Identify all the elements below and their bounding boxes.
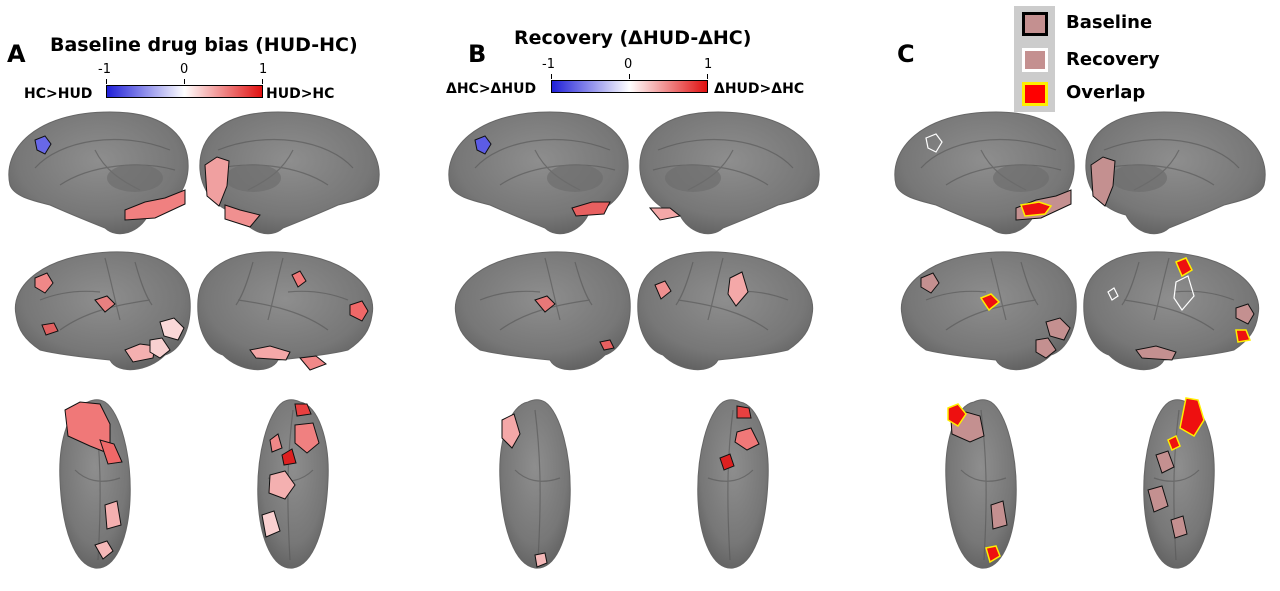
- colorbar-a-tick-max: 1: [259, 62, 268, 77]
- panel-letter-c: C: [897, 40, 915, 68]
- colorbar-b-tick-max: 1: [704, 57, 713, 72]
- panel-c-brains: [894, 111, 1266, 569]
- colorbar-a-tick-min: -1: [98, 62, 111, 77]
- legend-swatch-recovery: [1022, 48, 1048, 72]
- legend-label-overlap: Overlap: [1066, 82, 1146, 103]
- colorbar-b-gradient: [551, 80, 708, 93]
- colorbar-b-tick-mid: 0: [624, 57, 633, 72]
- legend-swatch-baseline: [1022, 12, 1048, 36]
- colorbar-a-left-label: HC>HUD: [24, 86, 93, 102]
- panel-a-brains: [8, 111, 380, 569]
- colorbar-a-right-label: HUD>HC: [266, 86, 335, 102]
- panel-title-b: Recovery (ΔHUD-ΔHC): [514, 27, 752, 49]
- panel-letter-b: B: [468, 40, 487, 68]
- colorbar-b-right-label: ΔHUD>ΔHC: [714, 81, 805, 97]
- colorbar-a-gradient: [106, 85, 263, 98]
- colorbar-b-tick-min: -1: [542, 57, 555, 72]
- legend-swatch-overlap: [1022, 82, 1048, 106]
- colorbar-b-left-label: ΔHC>ΔHUD: [446, 81, 537, 97]
- legend-label-baseline: Baseline: [1066, 12, 1153, 33]
- panel-b-brains: [448, 111, 820, 569]
- panel-letter-a: A: [7, 40, 26, 68]
- legend-label-recovery: Recovery: [1066, 49, 1160, 70]
- colorbar-a-tick-mid: 0: [180, 62, 189, 77]
- panel-title-a: Baseline drug bias (HUD-HC): [50, 34, 358, 56]
